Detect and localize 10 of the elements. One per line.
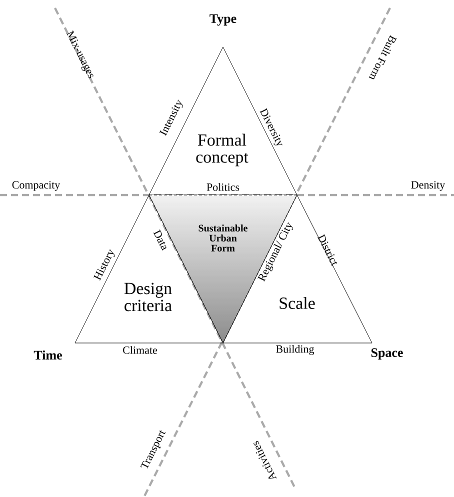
dimension-label: Data: [153, 229, 166, 251]
dimension-label: Building: [276, 345, 314, 355]
dimension-label: Built Form: [368, 34, 397, 80]
dimension-label: Compacity: [12, 181, 60, 191]
dimension-label: Density: [411, 181, 446, 191]
axis-label: Space: [371, 348, 403, 360]
axis-label: Time: [34, 350, 62, 360]
axis-label: Type: [210, 14, 236, 26]
dimension-label: Politics: [206, 183, 240, 191]
dimension-label: Climate: [123, 346, 158, 354]
